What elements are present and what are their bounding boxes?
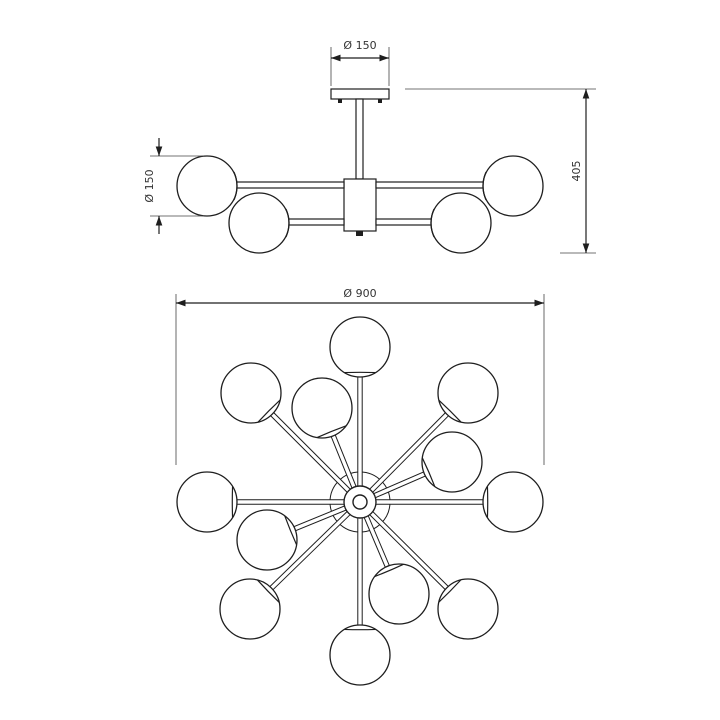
canopy-diameter-dimension: Ø 150 [330, 39, 390, 86]
globe-diameter-label: Ø 150 [143, 169, 156, 202]
socket-3 [316, 425, 347, 439]
socket-2 [257, 399, 281, 423]
globe-4 [437, 362, 499, 424]
globe-socket [430, 208, 435, 238]
globe-socket [233, 171, 238, 201]
lower-arm-right [375, 218, 435, 226]
ceiling-canopy [330, 88, 390, 100]
globe-6 [176, 471, 238, 533]
globe-11 [437, 578, 499, 640]
top-hub-cap [352, 494, 368, 510]
globe-7 [482, 471, 544, 533]
socket-4 [438, 399, 462, 423]
stem-rod [355, 98, 364, 180]
globe-socket [285, 208, 290, 238]
globe-10 [368, 563, 430, 625]
globe-diameter-dimension: Ø 150 [143, 138, 204, 234]
center-hub [343, 178, 377, 232]
socket-11 [438, 579, 462, 603]
arm-7 [369, 499, 486, 505]
globe-9 [219, 578, 281, 640]
height-label: 405 [570, 161, 583, 182]
arms-group [234, 374, 486, 628]
side-view: Ø 150 Ø 150 [143, 39, 596, 254]
side-globe [176, 155, 238, 217]
socket-10 [374, 563, 404, 578]
globe-socket [482, 171, 487, 201]
globe-12 [329, 624, 391, 686]
globe-2 [220, 362, 282, 424]
socket-5 [421, 457, 436, 487]
canopy-diameter-label: Ø 150 [343, 39, 376, 52]
lower-arm-left [285, 218, 345, 226]
globe-1 [329, 316, 391, 378]
side-globe [228, 192, 290, 254]
upper-arm-right [375, 181, 487, 189]
arm-6 [234, 499, 351, 505]
socket-9 [256, 579, 280, 603]
arm-1 [357, 374, 363, 493]
hub-finial [356, 231, 363, 236]
canopy-screw-right [378, 99, 382, 103]
socket-8 [284, 515, 298, 546]
globe-3 [291, 377, 353, 439]
canopy-screw-left [338, 99, 342, 103]
globe-5 [421, 431, 483, 493]
side-globe [430, 192, 492, 254]
height-dimension: 405 [405, 88, 596, 254]
top-view: Ø 900 [175, 287, 545, 686]
globe-8 [236, 509, 298, 571]
arm-12 [357, 511, 363, 628]
total-diameter-dimension: Ø 900 [175, 287, 545, 465]
upper-arm-left [233, 181, 345, 189]
side-globe [482, 155, 544, 217]
total-diameter-label: Ø 900 [343, 287, 376, 300]
globes-group [176, 316, 544, 686]
